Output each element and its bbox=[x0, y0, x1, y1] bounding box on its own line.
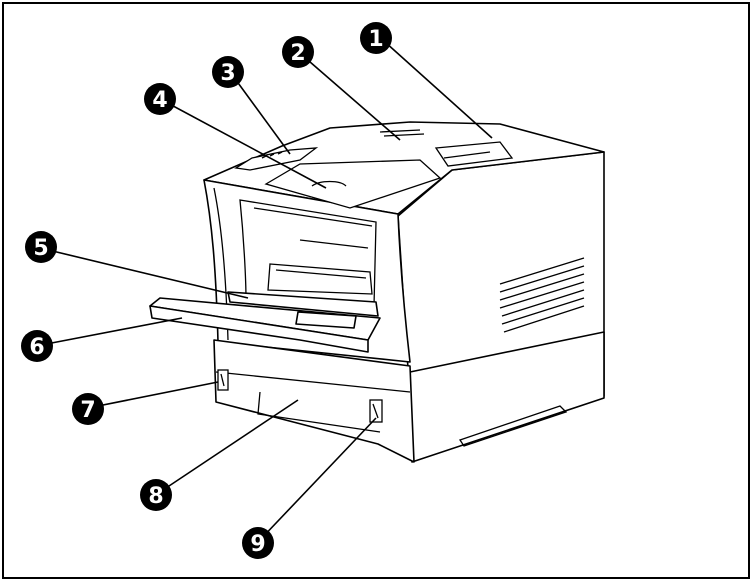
leader-lines bbox=[35, 41, 493, 543]
leader-line-4 bbox=[161, 99, 327, 189]
svg-text:5: 5 bbox=[33, 236, 48, 261]
callout-9: 9 bbox=[242, 527, 274, 559]
leader-line-5 bbox=[39, 247, 249, 299]
callouts: 1 2 3 4 5 6 7 8 bbox=[21, 22, 392, 559]
leader-line-8 bbox=[156, 399, 299, 495]
svg-text:1: 1 bbox=[368, 27, 383, 52]
leader-line-9 bbox=[257, 417, 377, 543]
callout-5: 5 bbox=[25, 231, 57, 263]
leader-line-3 bbox=[232, 75, 291, 155]
svg-text:4: 4 bbox=[152, 88, 167, 113]
callout-6: 6 bbox=[21, 330, 53, 362]
tray-guides bbox=[227, 291, 379, 317]
multipurpose-tray bbox=[149, 291, 381, 353]
callout-4: 4 bbox=[144, 83, 176, 115]
callout-3: 3 bbox=[212, 56, 244, 88]
svg-text:3: 3 bbox=[220, 61, 235, 86]
callout-2: 2 bbox=[282, 36, 314, 68]
callout-1: 1 bbox=[360, 22, 392, 54]
leader-line-6 bbox=[35, 317, 183, 347]
svg-text:8: 8 bbox=[148, 484, 163, 509]
printer-details bbox=[213, 129, 585, 447]
figure-border bbox=[2, 2, 750, 579]
callout-7: 7 bbox=[72, 393, 104, 425]
svg-text:7: 7 bbox=[80, 398, 95, 423]
leader-line-2 bbox=[301, 54, 401, 141]
leader-line-7 bbox=[87, 381, 219, 409]
svg-text:9: 9 bbox=[250, 532, 265, 557]
leader-line-1 bbox=[384, 41, 493, 139]
svg-text:2: 2 bbox=[290, 41, 305, 66]
svg-text:6: 6 bbox=[29, 335, 44, 360]
tray-extension-edge bbox=[149, 305, 369, 353]
callout-8: 8 bbox=[140, 479, 172, 511]
